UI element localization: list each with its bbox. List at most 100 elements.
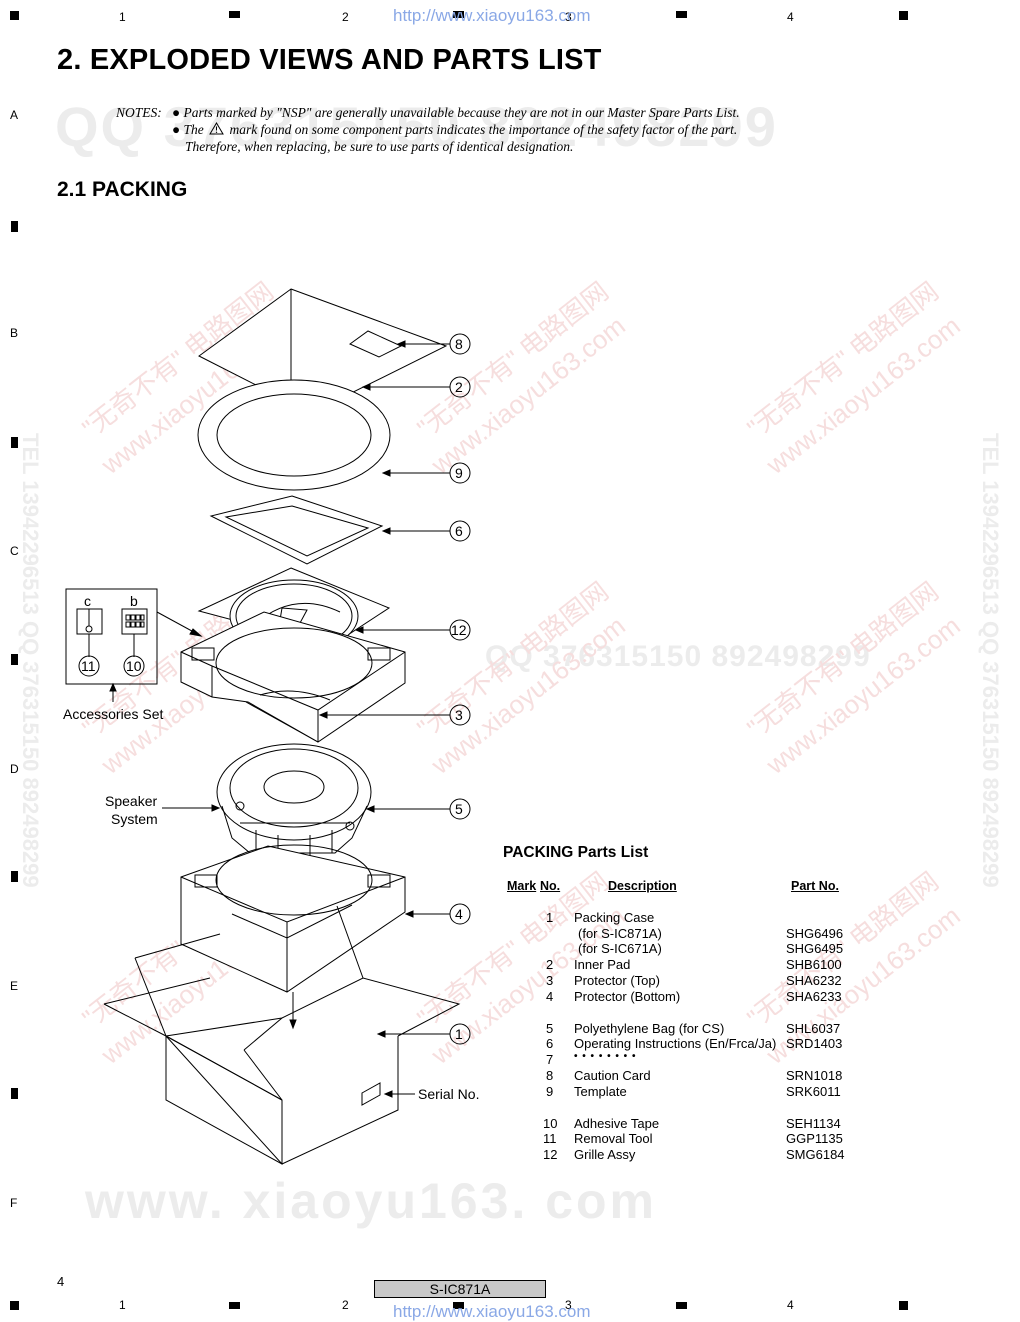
grid-col-1-bottom: 1 bbox=[119, 1298, 126, 1312]
grid-marker bbox=[229, 1302, 240, 1309]
watermark-qq-mid: QQ 376315150 892498299 bbox=[485, 640, 871, 673]
row-part-no: GGP1135 bbox=[786, 1131, 843, 1146]
callout-10: 10 bbox=[126, 658, 142, 674]
row-description: Protector (Top) bbox=[574, 973, 660, 988]
watermark-qq-big: QQ 376315150 892498299 bbox=[55, 95, 778, 158]
grid-col-2-bottom: 2 bbox=[342, 1298, 349, 1312]
grid-row-a: A bbox=[10, 108, 19, 122]
grid-row-b: B bbox=[10, 326, 19, 340]
row-no: 12 bbox=[543, 1147, 558, 1162]
row-no: 2 bbox=[546, 957, 554, 972]
row-description: Polyethylene Bag (for CS) bbox=[574, 1021, 725, 1036]
grid-marker bbox=[899, 11, 908, 20]
row-description: (for S-IC871A) bbox=[578, 926, 662, 941]
grid-row-c: C bbox=[10, 544, 19, 558]
row-no: 11 bbox=[543, 1131, 557, 1146]
row-part-no: SHB6100 bbox=[786, 957, 842, 972]
parts-list-title: PACKING Parts List bbox=[503, 844, 649, 861]
packing-case bbox=[103, 905, 461, 1165]
row-no: 9 bbox=[546, 1084, 554, 1099]
grid-col-3: 3 bbox=[565, 10, 572, 24]
callout-12: 12 bbox=[451, 622, 467, 638]
row-no: 4 bbox=[546, 989, 554, 1004]
note-2-text-b: mark found on some component parts indic… bbox=[229, 122, 738, 137]
row-part-no: SHG6495 bbox=[786, 941, 844, 956]
notes-label: NOTES: bbox=[116, 105, 162, 120]
note-3: Therefore, when replacing, be sure to us… bbox=[185, 138, 573, 155]
callout-1: 1 bbox=[455, 1026, 463, 1042]
page-number: 4 bbox=[57, 1274, 65, 1289]
row-no: 1 bbox=[546, 910, 554, 925]
header-part-no: Part No. bbox=[791, 879, 839, 893]
section-title: 2.1 PACKING bbox=[57, 178, 188, 201]
note-2: ● The mark found on some component parts… bbox=[172, 121, 737, 138]
caution-card bbox=[349, 330, 403, 358]
grid-marker bbox=[11, 871, 18, 882]
row-part-no: SRD1403 bbox=[786, 1036, 843, 1051]
template-ring bbox=[197, 379, 391, 491]
grid-col-4: 4 bbox=[787, 10, 794, 24]
callout-2: 2 bbox=[455, 379, 463, 395]
note-1-text: Parts marked by "NSP" are generally unav… bbox=[183, 105, 740, 120]
instruction-sheet bbox=[209, 495, 384, 565]
note-3-text: Therefore, when replacing, be sure to us… bbox=[185, 139, 574, 154]
grid-marker bbox=[453, 11, 464, 18]
protector-bottom bbox=[180, 844, 406, 993]
callout-circle bbox=[123, 655, 145, 677]
row-no: 8 bbox=[546, 1068, 554, 1083]
accessories-box bbox=[65, 588, 158, 685]
callout-9: 9 bbox=[455, 465, 463, 481]
watermark-url-top: http://www.xiaoyu163.com bbox=[393, 6, 591, 25]
grid-marker bbox=[676, 1302, 687, 1309]
row-description: Removal Tool bbox=[574, 1131, 653, 1146]
accessory-label-c: c bbox=[84, 593, 91, 609]
grid-marker bbox=[11, 654, 18, 665]
model-badge: S-IC871A bbox=[374, 1280, 546, 1298]
grid-marker bbox=[10, 1301, 19, 1310]
grid-marker bbox=[10, 11, 19, 20]
row-description: Adhesive Tape bbox=[574, 1116, 660, 1131]
callout-3: 3 bbox=[455, 707, 463, 723]
row-description: Protector (Bottom) bbox=[574, 989, 681, 1004]
grid-marker bbox=[899, 1301, 908, 1310]
grid-marker bbox=[676, 11, 687, 18]
grid-row-f: F bbox=[10, 1196, 18, 1210]
row-part-no: SHL6037 bbox=[786, 1021, 841, 1036]
row-description: (for S-IC671A) bbox=[578, 941, 662, 956]
grid-col-1: 1 bbox=[119, 10, 126, 24]
row-part-no: SEH1134 bbox=[786, 1116, 841, 1131]
note-1: ● Parts marked by "NSP" are generally un… bbox=[172, 104, 740, 121]
grid-col-4-bottom: 4 bbox=[787, 1298, 794, 1312]
grid-col-2: 2 bbox=[342, 10, 349, 24]
grid-marker bbox=[11, 437, 18, 448]
grid-col-3-bottom: 3 bbox=[565, 1298, 572, 1312]
grid-row-e: E bbox=[10, 979, 19, 993]
row-no: 3 bbox=[546, 973, 554, 988]
header-no: No. bbox=[540, 879, 561, 893]
grid-marker bbox=[11, 1088, 18, 1099]
callout-6: 6 bbox=[455, 523, 463, 539]
accessory-label-b: b bbox=[130, 593, 138, 609]
row-description: Inner Pad bbox=[574, 957, 631, 972]
row-no: 6 bbox=[546, 1036, 554, 1051]
callout-5: 5 bbox=[455, 801, 463, 817]
grid-marker bbox=[229, 11, 240, 18]
callout-8: 8 bbox=[455, 336, 463, 352]
callout-4: 4 bbox=[455, 906, 463, 922]
callout-circle bbox=[78, 655, 100, 677]
note-2-text-a: The bbox=[183, 122, 204, 137]
grid-marker bbox=[11, 221, 18, 232]
row-part-no: SHG6496 bbox=[786, 926, 844, 941]
grid-marker bbox=[453, 1302, 464, 1309]
callout-11: 11 bbox=[81, 658, 96, 674]
safety-warning-icon bbox=[209, 122, 225, 135]
watermark-url-bottom: http://www.xiaoyu163.com bbox=[393, 1302, 591, 1321]
row-part-no: SRK6011 bbox=[786, 1084, 841, 1099]
row-description: Caution Card bbox=[574, 1068, 651, 1083]
accessories-set-label: Accessories Set bbox=[63, 706, 164, 722]
row-no: 5 bbox=[546, 1021, 554, 1036]
row-part-no: SHA6232 bbox=[786, 973, 842, 988]
speaker-label-line1: Speaker bbox=[105, 793, 158, 809]
grid-row-d: D bbox=[10, 762, 19, 776]
page-title: 2. EXPLODED VIEWS AND PARTS LIST bbox=[57, 44, 602, 76]
